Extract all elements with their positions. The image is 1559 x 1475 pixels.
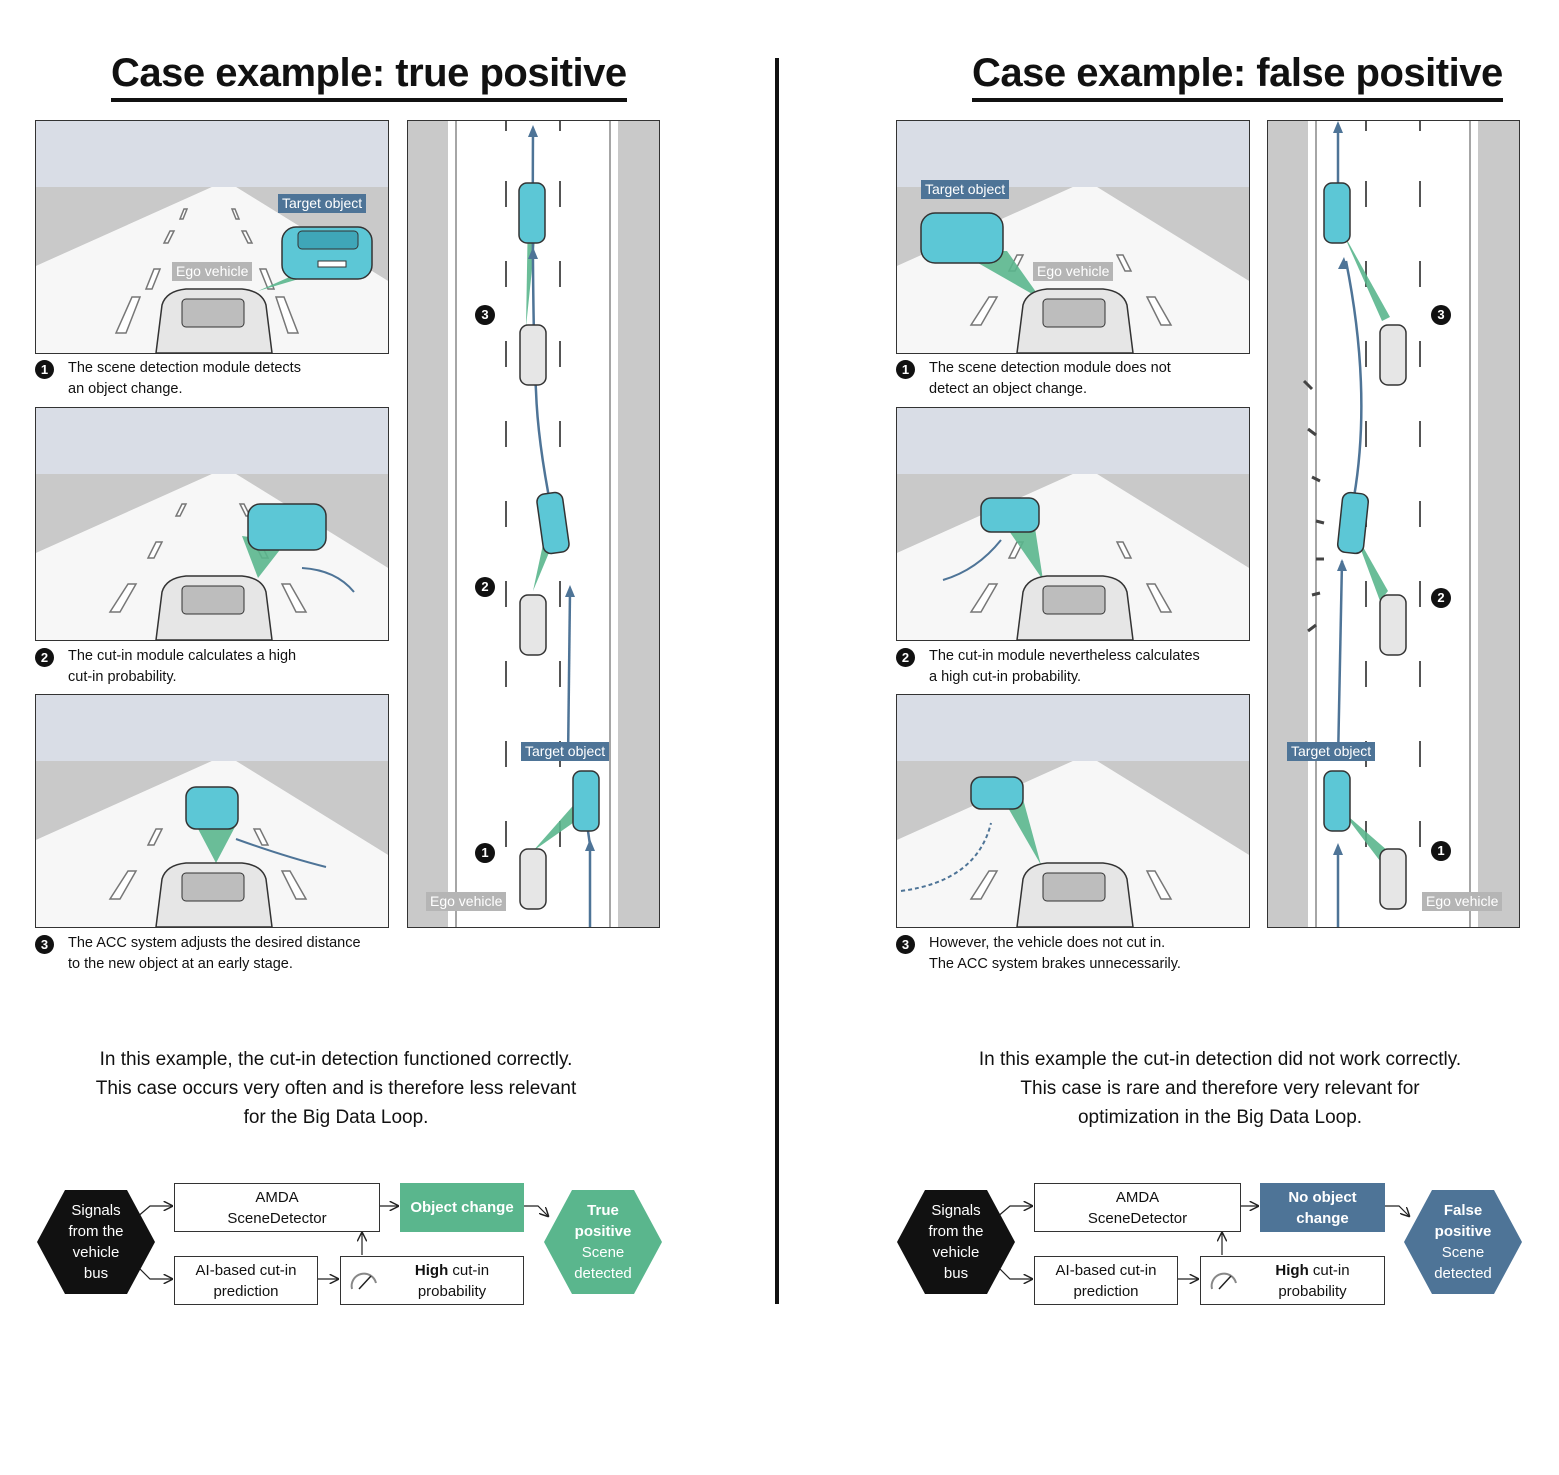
target-car-icon: [572, 770, 600, 832]
gauge-icon: [1210, 1272, 1237, 1290]
step-text: The ACC system adjusts the desired dista…: [68, 935, 361, 972]
target-car-icon: [1336, 491, 1370, 555]
ego-car-icon: [1379, 848, 1407, 910]
target-car-icon: [536, 491, 570, 555]
tp-scene-panel-3: [35, 694, 389, 928]
tp-summary: In this example, the cut-in detection fu…: [95, 1049, 577, 1128]
tp-scene-1-illustration: [36, 121, 388, 353]
road-step-1: 1: [475, 843, 495, 863]
ego-car-icon: [155, 288, 273, 353]
fp-scene-panel-2: [896, 407, 1250, 641]
fp-road-illustration: [1268, 121, 1519, 927]
fp-summary: In this example the cut-in detection did…: [978, 1049, 1462, 1128]
target-car-icon: [1323, 770, 1351, 832]
ego-car-icon: [519, 324, 547, 386]
tp-result-box: Object change: [400, 1183, 524, 1232]
target-car-icon: [518, 182, 546, 244]
road-step-2: 2: [1431, 588, 1451, 608]
target-object-label: Target object: [278, 194, 367, 213]
ego-car-icon: [1379, 594, 1407, 656]
tp-scene-2-illustration: [36, 408, 388, 640]
step-number: 1: [896, 360, 915, 379]
target-car-icon: [970, 776, 1024, 810]
target-car-icon: [185, 786, 239, 830]
target-object-label: Target object: [921, 180, 1010, 199]
fp-road-topdown: Target object Ego vehicle 1 2 3: [1267, 120, 1520, 928]
right-title: Case example: false positive: [972, 48, 1503, 102]
tp-scene-3-illustration: [36, 695, 388, 927]
fp-scene-panel-3: [896, 694, 1250, 928]
tp-scene-panel-2: [35, 407, 389, 641]
tp-scene-panel-1: Target object Ego vehicle: [35, 120, 389, 354]
tp-road-topdown: Target object Ego vehicle 1 2 3: [407, 120, 660, 928]
target-car-icon: [980, 497, 1040, 533]
step-text: However, the vehicle does not cut in.The…: [929, 935, 1181, 972]
ego-car-icon: [1379, 324, 1407, 386]
ego-vehicle-label: Ego vehicle: [1033, 262, 1114, 281]
step-number: 1: [35, 360, 54, 379]
step-number: 3: [896, 935, 915, 954]
ego-vehicle-label: Ego vehicle: [1422, 892, 1503, 911]
road-step-1: 1: [1431, 841, 1451, 861]
step-text: The cut-in module nevertheless calculate…: [929, 648, 1200, 685]
ego-car-icon: [519, 594, 547, 656]
gauge-icon: [350, 1272, 377, 1290]
step-number: 2: [35, 648, 54, 667]
road-step-3: 3: [475, 305, 495, 325]
fp-scene-panel-1: Target object Ego vehicle: [896, 120, 1250, 354]
target-car-icon: [1323, 182, 1351, 244]
center-divider: [775, 58, 779, 1304]
target-object-label: Target object: [521, 742, 610, 761]
fp-scene-1-illustration: [897, 121, 1249, 353]
ego-vehicle-label: Ego vehicle: [426, 892, 507, 911]
tp-road-illustration: [408, 121, 659, 927]
ego-car-icon: [519, 848, 547, 910]
road-step-3: 3: [1431, 305, 1451, 325]
target-object-label: Target object: [1287, 742, 1376, 761]
step-number: 3: [35, 935, 54, 954]
left-title: Case example: true positive: [111, 48, 627, 102]
step-number: 2: [896, 648, 915, 667]
target-car-icon: [920, 212, 1004, 264]
target-car-icon: [247, 503, 327, 551]
fp-scene-3-illustration: [897, 695, 1249, 927]
target-car-icon: [281, 226, 373, 280]
fp-scene-2-illustration: [897, 408, 1249, 640]
road-step-2: 2: [475, 577, 495, 597]
ego-vehicle-label: Ego vehicle: [172, 262, 253, 281]
